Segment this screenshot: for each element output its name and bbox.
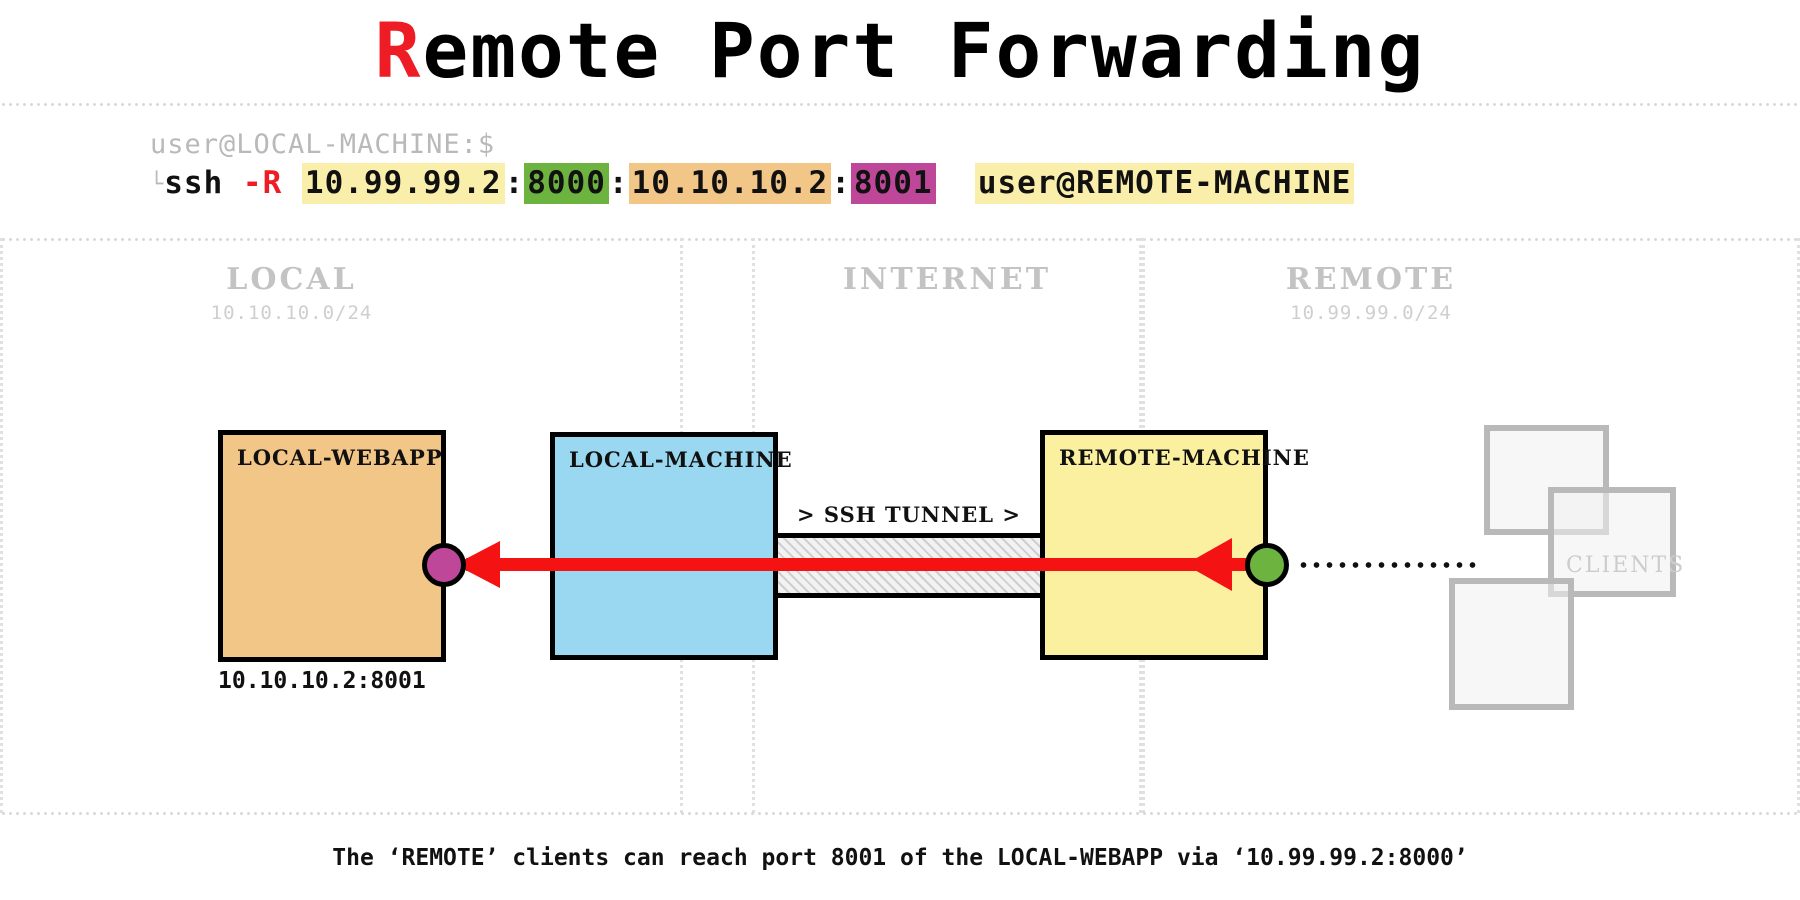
divider-top	[0, 103, 1800, 106]
command-binary: ssh	[164, 165, 224, 201]
colon-separator-3: :	[831, 165, 851, 201]
target-port: 8001	[850, 163, 936, 204]
corner-branch-icon: └	[150, 172, 165, 197]
ssh-command-line: └ssh -R 10.99.99.2:8000:10.10.10.2:8001 …	[150, 162, 1355, 206]
command-block: user@LOCAL-MACHINE:$ └ssh -R 10.99.99.2:…	[150, 128, 1355, 206]
node-remote-machine-label: REMOTE-MACHINE	[1059, 445, 1310, 470]
node-local-webapp-label: LOCAL-WEBAPP	[237, 445, 443, 470]
command-flag-R: -R	[242, 165, 283, 201]
client-connection-line	[1297, 561, 1477, 569]
node-local-machine: LOCAL-MACHINE	[550, 432, 792, 660]
divider-zones	[0, 238, 1800, 241]
local-webapp-address: 10.10.10.2:8001	[218, 668, 426, 694]
ssh-tunnel-label: > SSH TUNNEL >	[797, 502, 1021, 527]
ssh-destination: user@REMOTE-MACHINE	[974, 163, 1355, 204]
colon-separator-1: :	[504, 165, 525, 201]
footer-caption: The ‘REMOTE’ clients can reach port 8001…	[332, 845, 1468, 871]
page-title: Remote Port Forwarding	[0, 6, 1800, 95]
shell-prompt: user@LOCAL-MACHINE:$	[150, 129, 496, 160]
title-accent-letter: R	[374, 6, 423, 95]
clients-label: CLIENTS	[1566, 553, 1686, 578]
port-local-webapp-8001	[422, 543, 466, 587]
colon-separator-2: :	[608, 165, 629, 201]
bind-port: 8000	[524, 163, 609, 204]
target-host: 10.10.10.2	[628, 163, 832, 204]
node-local-machine-label: LOCAL-MACHINE	[569, 447, 793, 472]
client-box	[1449, 578, 1574, 710]
bind-address: 10.99.99.2	[301, 163, 505, 204]
title-rest: emote Port Forwarding	[422, 6, 1426, 95]
divider-bottom	[0, 812, 1800, 815]
port-remote-machine-8000	[1245, 543, 1289, 587]
